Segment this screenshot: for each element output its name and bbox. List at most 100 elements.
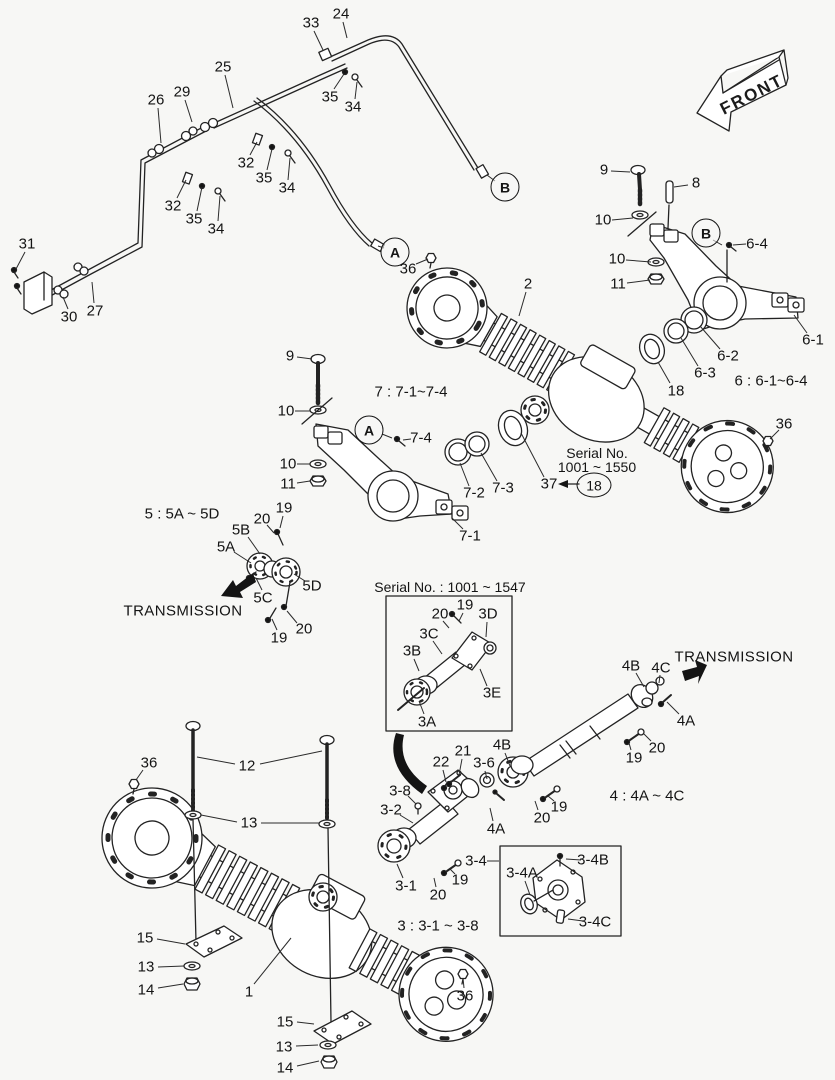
leader-line: [534, 800, 539, 811]
leader-line: [565, 858, 582, 861]
leader-line: [402, 438, 412, 441]
leader-line: [635, 672, 645, 688]
leader-line: [793, 314, 808, 334]
leader-line: [157, 107, 162, 144]
leader-line: [418, 700, 425, 715]
leader-line: [399, 814, 414, 824]
leader-line: [504, 752, 511, 767]
transmission-arrow-left-icon: [221, 573, 256, 598]
leader-line: [518, 291, 527, 317]
leader-line: [626, 279, 651, 284]
leader-line: [295, 1044, 319, 1047]
propeller-shaft-4: [510, 676, 672, 777]
serial-inset-box: [385, 595, 513, 732]
leader-line: [442, 620, 450, 629]
leader-line: [489, 807, 494, 822]
leader-line: [266, 524, 275, 534]
leader-line: [643, 733, 652, 742]
leader-line: [293, 573, 306, 582]
leader-line: [712, 239, 723, 246]
leader-line: [462, 977, 465, 989]
leader-line: [415, 258, 429, 265]
leader-line: [296, 480, 311, 484]
front-axle-assembly: [101, 787, 494, 1042]
leader-line: [157, 965, 185, 968]
leader-line: [224, 74, 234, 109]
leader-line: [547, 795, 555, 802]
leader-line: [628, 742, 632, 751]
leader-line: [271, 618, 278, 631]
leader-line: [184, 99, 193, 123]
leader-line: [611, 217, 634, 221]
leader-line: [253, 937, 292, 985]
leader-line: [666, 701, 680, 715]
leader-line: [442, 769, 447, 783]
front-arrow: [696, 49, 789, 132]
leader-line: [625, 259, 652, 263]
leader-line: [433, 877, 437, 888]
pipe-clip-screws: [198, 68, 363, 202]
left-trailing-arm: [301, 353, 490, 522]
propeller-shaft-3: [377, 756, 561, 877]
leader-line: [200, 814, 238, 823]
transmission-arrow-right-icon: [682, 660, 707, 684]
leader-line: [377, 245, 385, 249]
leader-line: [15, 251, 26, 270]
leader-line: [296, 1021, 315, 1025]
pipe-block: [10, 266, 53, 315]
leader-line: [296, 1060, 320, 1067]
leader-line: [255, 577, 263, 591]
leader-line: [458, 758, 463, 776]
leader-line: [567, 918, 584, 922]
leader-line: [249, 141, 258, 156]
leader-line: [381, 433, 393, 439]
leader-line: [484, 770, 488, 780]
leader-line: [485, 621, 488, 638]
leader-line: [135, 769, 144, 781]
leader-line: [157, 983, 184, 989]
leader-line: [479, 668, 488, 687]
leader-line: [732, 243, 747, 246]
leader-line: [313, 30, 324, 51]
leader-line: [451, 517, 464, 530]
leader-line: [413, 658, 420, 672]
leader-line: [657, 361, 671, 384]
leader-line: [62, 296, 69, 310]
leader-line: [432, 640, 443, 655]
leader-line: [520, 432, 545, 478]
leader-line: [91, 281, 95, 304]
mounting-bolts-and-plates: [183, 720, 372, 1069]
leader-line: [233, 551, 252, 564]
leader-line: [296, 356, 313, 360]
right-trailing-arm: [627, 164, 805, 365]
leader-line: [196, 186, 203, 212]
leader-line: [279, 515, 284, 529]
transmission-label-right: TRANSMISSION: [674, 648, 794, 666]
leader-line: [459, 462, 470, 487]
leader-line: [247, 536, 261, 555]
leader-line: [342, 21, 348, 39]
leader-line: [354, 81, 358, 100]
leader-line: [699, 325, 721, 350]
leader-line: [286, 610, 298, 624]
leader-line: [217, 195, 221, 222]
leader-line: [396, 863, 404, 879]
pipe-fittings: [53, 47, 490, 299]
leader-line: [259, 750, 323, 765]
leader-line: [658, 674, 661, 684]
cover-inset-box: [499, 845, 622, 937]
coupling-assembly-5: [245, 528, 301, 624]
leader-line: [680, 337, 699, 367]
leader-line: [486, 174, 496, 182]
leader-line: [458, 612, 464, 622]
inset-pointer-arrow: [393, 733, 427, 794]
leader-line: [610, 170, 631, 173]
leader-line: [769, 429, 780, 440]
leader-line: [449, 868, 456, 875]
leader-line: [524, 880, 531, 896]
leader-line: [673, 184, 689, 188]
leader-line: [266, 148, 273, 171]
